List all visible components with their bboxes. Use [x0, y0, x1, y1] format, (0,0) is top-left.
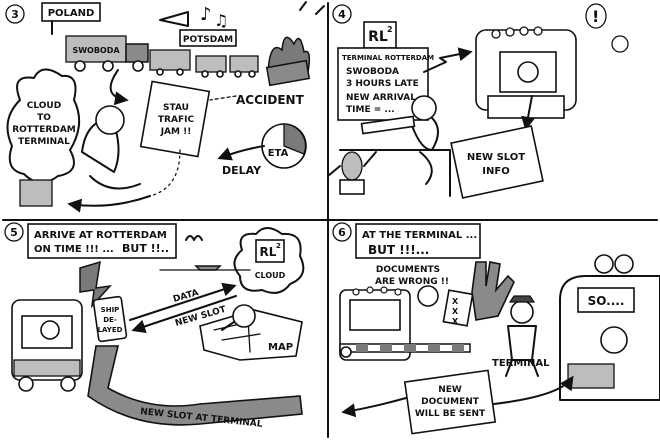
so-label: SO....	[588, 294, 625, 308]
phone-line-2: DE-	[103, 316, 117, 324]
traffic-tablet: STAU TRAFIC JAM !!	[139, 80, 211, 158]
panel-3-number: 3	[11, 8, 19, 21]
panel-5-number: 5	[10, 226, 18, 239]
panel-6: 6 AT THE TERMINAL ... BUT !!!... DOCUMEN…	[332, 222, 660, 435]
documents-line-2: ARE WRONG !!	[375, 277, 449, 287]
panel5-caption-2a: ON TIME !!! ...	[34, 244, 114, 255]
tablet-line-3: JAM !!	[160, 127, 192, 137]
sign-line-1: NEW	[438, 385, 462, 395]
terminal-label: TERMINAL	[492, 358, 550, 369]
phone-line-3: LAYED	[98, 326, 123, 334]
svg-text:X: X	[452, 307, 459, 316]
poland-sign: POLAND	[48, 8, 95, 19]
slot-info-line-2: INFO	[482, 166, 509, 177]
panel6-caption-2: BUT !!!...	[368, 243, 429, 257]
guard	[505, 295, 539, 377]
documents-line-1: DOCUMENTS	[376, 265, 440, 275]
panel-5: 5 ARRIVE AT ROTTERDAM ON TIME !!! ... BU…	[4, 222, 305, 430]
cloud-label: CLOUD	[255, 271, 286, 280]
ship-delayed-phone: SHIP DE- LAYED	[92, 295, 128, 343]
panel5-caption-1: ARRIVE AT ROTTERDAM	[34, 230, 167, 241]
pie-label: ETA	[268, 148, 289, 159]
panel5-logo: RL	[260, 245, 277, 259]
screen-line-1: TERMINAL ROTTERDAM	[342, 54, 434, 62]
cloud-line-2: TO	[37, 113, 51, 123]
screen-line-2: SWOBODA	[346, 67, 399, 77]
panel-4: 4 RL 2 TERMINAL ROTTERDAM SWOBODA 3 HOUR…	[327, 3, 629, 199]
panel6-truck	[339, 286, 411, 361]
panel5-logo-sup: 2	[276, 242, 281, 250]
sign-line-2: DOCUMENT	[421, 397, 480, 407]
screen-line-3: 3 HOURS LATE	[346, 79, 419, 89]
svg-text:X: X	[452, 297, 459, 306]
gate-barrier	[339, 343, 471, 358]
panel4-logo: RL	[368, 29, 388, 45]
svg-text:X: X	[452, 317, 459, 326]
map: MAP	[199, 304, 303, 361]
panel-3: 3 POLAND SWOBODA ♪ ♫ POTSDAM ACCIDENT	[5, 1, 325, 213]
phone-line-1: SHIP	[101, 306, 120, 314]
screen-line-5: TIME = ...	[346, 105, 395, 115]
slot-info-line-1: NEW SLOT	[467, 152, 525, 163]
potsdam-sign: POTSDAM	[183, 35, 233, 45]
panel5-caption-2b: BUT !!..	[122, 242, 169, 255]
svg-text:♪: ♪	[200, 4, 212, 25]
svg-text:!: !	[592, 7, 599, 26]
panel5-truck	[11, 299, 83, 392]
panel4-logo-sup: 2	[387, 25, 393, 34]
terminal-booth: SO....	[559, 275, 660, 401]
truck-label: SWOBODA	[72, 46, 120, 55]
svg-text:♫: ♫	[214, 11, 228, 30]
delay-label: DELAY	[222, 164, 262, 177]
tablet-line-1: STAU	[163, 103, 189, 113]
sign-line-3: WILL BE SENT	[415, 409, 486, 419]
rotterdam-cloud: CLOUD TO ROTTERDAM TERMINAL	[6, 68, 81, 184]
panel5-cloud: RL 2 CLOUD	[233, 227, 305, 294]
panel6-caption-1: AT THE TERMINAL ...	[362, 230, 477, 241]
robot	[327, 151, 377, 195]
accident-label: ACCIDENT	[236, 93, 305, 107]
operator	[339, 95, 451, 197]
cloud-line-1: CLOUD	[27, 101, 61, 111]
cloud-line-3: ROTTERDAM	[12, 125, 76, 135]
panel-4-number: 4	[338, 8, 346, 21]
panel-6-number: 6	[338, 226, 346, 239]
tablet-line-2: TRAFIC	[158, 115, 195, 125]
swoboda-truck: SWOBODA	[65, 35, 149, 72]
screen-line-4: NEW ARRIVAL	[346, 93, 416, 103]
new-slot-info-box: NEW SLOT INFO	[450, 125, 544, 199]
cloud-line-4: TERMINAL	[18, 137, 70, 147]
eta-pie: ETA	[261, 123, 307, 169]
driver-person	[81, 105, 141, 190]
new-document-sign: NEW DOCUMENT WILL BE SENT	[403, 369, 497, 435]
map-label: MAP	[268, 342, 293, 353]
